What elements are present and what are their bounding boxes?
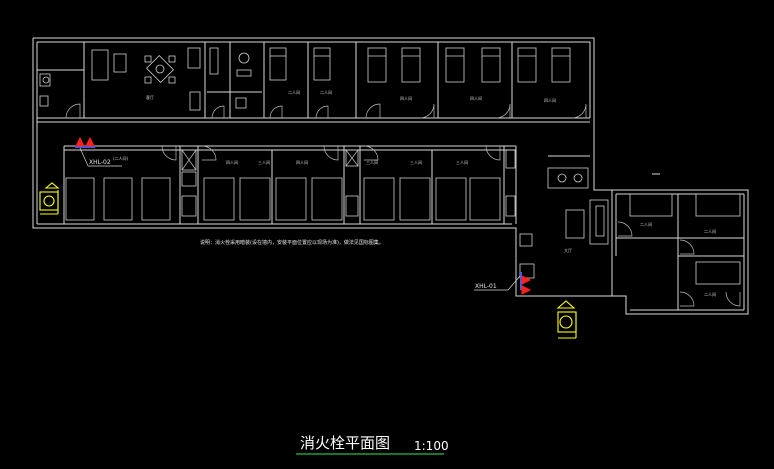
- drawing-title: 消火栓平面图: [300, 434, 390, 452]
- entrance-symbol-right: [556, 300, 577, 339]
- room-label: 三人间: [258, 159, 270, 165]
- hydrant-xhl-01: XHL-01: [474, 272, 532, 295]
- design-note: 说明：消火栓采用暗装(设在墙内，安装平面位置应以现场为准)，做法见国标图集。: [200, 239, 384, 246]
- room-label: 四人间: [400, 95, 412, 101]
- building-outline: [32, 37, 749, 315]
- drawing-scale: 1:100: [414, 439, 449, 453]
- right-wing: [519, 155, 744, 310]
- room-label: 四人间: [470, 95, 482, 101]
- hydrant-sublabel: (二人间): [113, 155, 129, 161]
- room-label: 二人间: [640, 221, 652, 227]
- room-label: 二人间: [288, 89, 300, 95]
- room-label: 二人间: [320, 89, 332, 95]
- hydrant-label: XHL-01: [475, 283, 497, 290]
- entrance-symbol-left: [39, 182, 60, 215]
- room-labels: 客厅 二人间 二人间 四人间 四人间 四人间 四人间 四人间 三人间 三人间 三…: [146, 89, 716, 297]
- room-label: 三人间: [366, 159, 378, 165]
- middle-rooms: [63, 145, 517, 224]
- room-label: 二人间: [704, 228, 716, 234]
- room-label: 三人间: [456, 159, 468, 165]
- room-label: 四人间: [296, 159, 308, 165]
- hydrant-marker-icon: [85, 136, 95, 147]
- room-label: 三人间: [410, 159, 422, 165]
- hydrant-marker-icon: [75, 136, 85, 147]
- room-label: 四人间: [226, 159, 238, 165]
- top-rooms: [37, 42, 590, 123]
- room-label: 客厅: [146, 94, 154, 100]
- hydrant-marker-icon: [521, 285, 532, 295]
- hydrant-label: XHL-02: [89, 159, 111, 166]
- room-label: 二人间: [704, 291, 716, 297]
- room-label: 四人间: [544, 97, 556, 103]
- room-label: 大厅: [564, 247, 572, 253]
- hydrant-marker-icon: [521, 275, 532, 285]
- hydrant-xhl-02: XHL-02 (二人间): [75, 136, 129, 167]
